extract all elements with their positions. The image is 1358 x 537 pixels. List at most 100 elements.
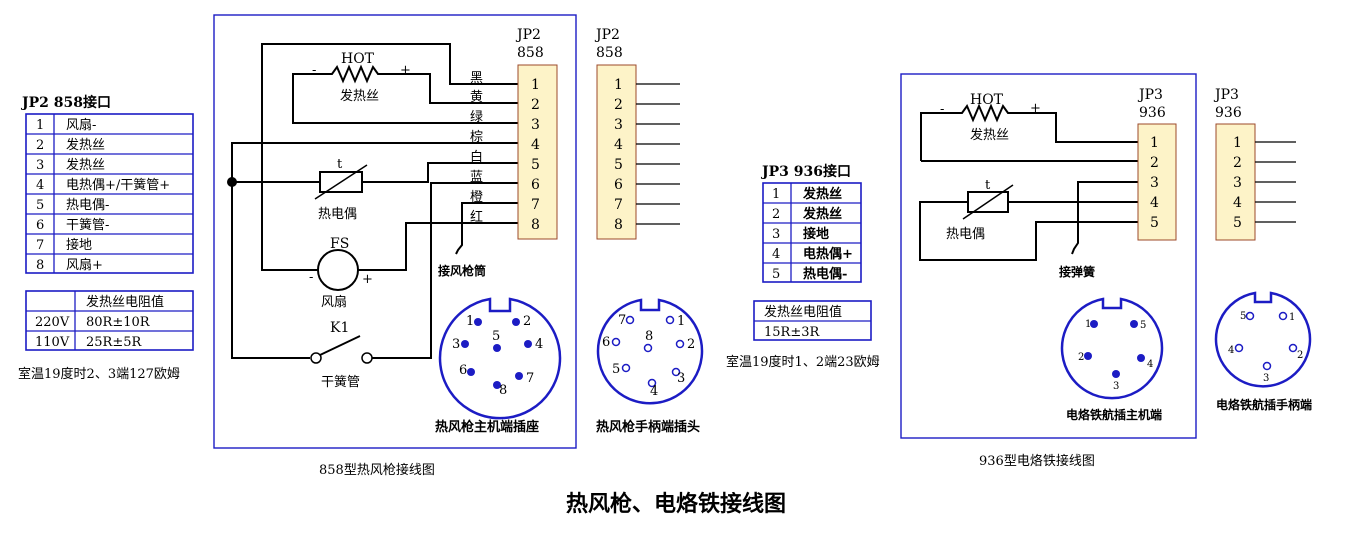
plug-pin: 1	[677, 314, 685, 329]
heater-resistor	[292, 64, 518, 118]
jp3-resistance-table: 发热丝电阻值 15R±3R 室温19度时1、2端23欧姆	[726, 300, 880, 370]
socket936-pin: 5	[1140, 320, 1146, 331]
jp3-handle-connector: JP3 936 1 2 3 4 5	[1213, 87, 1296, 241]
socket936-pin: 1	[1085, 319, 1091, 330]
hot-label-936: HOT	[970, 92, 1004, 108]
jp2-pin: 6	[531, 177, 540, 193]
jp2-row-num: 8	[36, 258, 44, 273]
jp3-pin: 3	[1150, 175, 1159, 191]
fan-fs-label: FS	[330, 236, 349, 252]
resistance-header: 发热丝电阻值	[86, 294, 164, 310]
handle-plug-858: 7 8 1 6 2 5 3 4 热风枪手柄端插头	[596, 298, 704, 435]
host-socket-label: 热风枪主机端插座	[435, 419, 539, 435]
heater-plus-936: +	[1030, 101, 1041, 116]
jp3-resistance-value: 15R±3R	[764, 325, 820, 340]
jp3-row-num: 4	[772, 247, 780, 262]
diagram-936: HOT - + 发热丝 t 热电偶 接弹簧 JP3 936 1 2 3 4 5	[900, 73, 1197, 469]
socket-pin: 2	[523, 314, 531, 329]
jp2-name: JP2	[515, 27, 541, 43]
wire-color: 白	[470, 149, 483, 165]
jp3-plug-pin: 2	[1233, 155, 1242, 171]
fan-label: 风扇	[321, 294, 347, 310]
host-socket-936-label: 电烙铁航插主机端	[1066, 407, 1162, 422]
reed-switch	[319, 335, 361, 356]
plug-pin: 8	[645, 329, 653, 344]
jp2-plug-name: JP2	[594, 27, 620, 43]
jp2-row-label: 风扇-	[66, 117, 96, 133]
jp2-plug-pin: 4	[614, 137, 623, 153]
handle-plug-936: 5 1 4 2 3 电烙铁航插手柄端	[1214, 291, 1312, 412]
jp2-resistance-note: 室温19度时2、3端127欧姆	[18, 366, 180, 382]
jp3-resistance-header: 发热丝电阻值	[764, 304, 842, 320]
fan-minus: -	[309, 270, 313, 285]
jp3-row-num: 3	[772, 227, 780, 242]
jp3-row-label: 热电偶-	[803, 266, 847, 282]
host-socket-858: 1 2 3 4 5 6 7 8 热风枪主机端插座	[435, 297, 562, 435]
jp3-plug-pin: 3	[1233, 175, 1242, 191]
plug936-pin: 3	[1263, 373, 1269, 384]
wire-color: 蓝	[470, 170, 483, 185]
socket936-pin: 3	[1113, 381, 1119, 392]
heater-minus-936: -	[940, 102, 944, 117]
diagram-858-caption: 858型热风枪接线图	[319, 462, 435, 478]
socket-pin: 3	[452, 337, 460, 352]
handle-plug-936-label: 电烙铁航插手柄端	[1216, 397, 1312, 412]
jp3-pin: 4	[1150, 195, 1159, 211]
jp3-plug-pin: 1	[1233, 135, 1242, 151]
jp3-interface-table: JP3 936接口 1 发热丝 2 发热丝 3 接地 4 电热偶+ 5 热电偶-	[760, 163, 862, 283]
jp3-plug-pin: 5	[1233, 215, 1242, 231]
voltage-220: 220V	[35, 315, 70, 330]
thermistor-t-936: t	[985, 178, 991, 193]
ground-label-936: 接弹簧	[1059, 264, 1095, 279]
jp2-row-label: 接地	[66, 237, 92, 253]
plug-pin: 3	[677, 371, 685, 386]
heater-plus: +	[400, 63, 411, 78]
wire-color: 棕	[470, 130, 483, 145]
jp2-row-num: 7	[36, 238, 44, 253]
fan-plus: +	[362, 272, 373, 287]
thermistor-t: t	[337, 157, 343, 172]
jp2-handle-connector: JP2 858 1 2 3 4 5 6 7 8	[594, 27, 680, 240]
socket-pin: 5	[492, 329, 500, 344]
socket-pin: 1	[466, 314, 474, 329]
jp2-model: 858	[517, 45, 544, 61]
jp2-pin: 7	[531, 197, 540, 213]
reed-label: 干簧管	[321, 374, 360, 390]
main-title: 热风枪、电烙铁接线图	[566, 491, 786, 517]
jp2-row-num: 1	[36, 118, 44, 133]
jp2-row-label: 发热丝	[66, 157, 105, 173]
resistance-220: 80R±10R	[86, 315, 151, 330]
jp2-row-num: 3	[36, 158, 44, 173]
wire-color: 红	[470, 209, 483, 225]
hot-label: HOT	[341, 51, 375, 67]
jp3-row-label: 接地	[803, 226, 829, 242]
wire-color: 绿	[470, 110, 483, 125]
jp2-row-label: 干簧管-	[66, 217, 109, 233]
voltage-110: 110V	[35, 335, 70, 350]
jp3-table-title: JP3 936接口	[760, 163, 851, 180]
handle-plug-label: 热风枪手柄端插头	[596, 419, 700, 435]
thermocouple-label: 热电偶	[318, 207, 357, 222]
jp2-pin: 2	[531, 97, 540, 113]
jp2-pin: 4	[531, 137, 540, 153]
jp2-row-label: 发热丝	[66, 137, 105, 153]
socket936-pin: 2	[1078, 352, 1084, 363]
jp2-plug-pin: 5	[614, 157, 623, 173]
jp3-plug-name: JP3	[1213, 87, 1239, 103]
jp3-model: 936	[1139, 105, 1166, 121]
wire-color: 黄	[470, 90, 483, 105]
jp2-row-label: 风扇+	[66, 257, 103, 273]
plug936-pin: 1	[1289, 312, 1295, 323]
plug936-pin: 5	[1240, 311, 1246, 322]
socket-pin: 8	[499, 383, 507, 398]
jp2-plug-pin: 6	[614, 177, 623, 193]
jp3-row-label: 发热丝	[802, 186, 842, 202]
plug936-pin: 2	[1297, 350, 1303, 361]
diagram-858: HOT - + 发热丝 t 热电偶 FS - + 风扇 K1 干簧管	[213, 14, 577, 478]
jp3-name: JP3	[1137, 87, 1163, 103]
jp2-plug-pin: 1	[614, 77, 623, 93]
jp3-plug-pin: 4	[1233, 195, 1242, 211]
fan-motor	[317, 249, 359, 291]
jp2-row-num: 5	[36, 198, 44, 213]
